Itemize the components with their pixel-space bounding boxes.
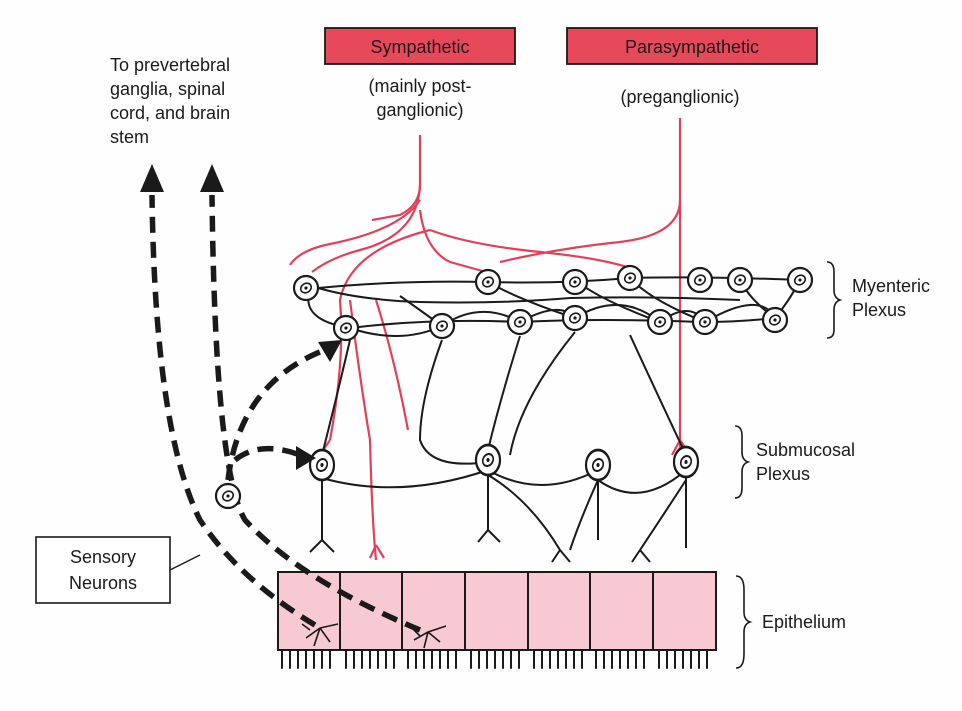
svg-text:ganglia, spinal: ganglia, spinal: [110, 79, 225, 99]
submucosal-label: Submucosal Plexus: [734, 425, 855, 499]
svg-text:Plexus: Plexus: [852, 300, 906, 320]
sympathetic-label: Sympathetic: [370, 37, 469, 57]
sensory-neurons-line-1: Sensory: [70, 547, 136, 567]
svg-text:Myenteric: Myenteric: [852, 276, 930, 296]
myenteric-label: Myenteric Plexus: [826, 261, 930, 339]
submucosal-neurons: [308, 443, 700, 482]
sensory-neurons-callout: Sensory Neurons: [35, 536, 201, 604]
sympathetic-sub-line-1: (mainly post-: [368, 76, 471, 96]
submucosal-network: [309, 331, 687, 563]
svg-text:To prevertebral: To prevertebral: [110, 55, 230, 75]
sensory-neurons-line-2: Neurons: [69, 573, 137, 593]
svg-text:Plexus: Plexus: [756, 464, 810, 484]
parasympathetic-label: Parasympathetic: [625, 37, 759, 57]
afferent-target-label: To prevertebral ganglia, spinal cord, an…: [110, 55, 230, 147]
arrow-head-icon: [318, 340, 342, 362]
sympathetic-sub-line-2: ganglionic): [376, 100, 463, 120]
sympathetic-header: Sympathetic (mainly post- ganglionic): [324, 27, 516, 120]
arrow-up-icon: [140, 164, 164, 192]
svg-text:stem: stem: [110, 127, 149, 147]
parasympathetic-header: Parasympathetic (preganglionic): [566, 27, 818, 107]
arrow-up-icon: [200, 164, 224, 192]
epithelium-label: Epithelium: [735, 575, 846, 669]
myenteric-network: [307, 276, 801, 337]
parasympathetic-sub: (preganglionic): [620, 87, 739, 107]
svg-text:Epithelium: Epithelium: [762, 612, 846, 632]
sensory-pathways: [149, 194, 422, 633]
sympathetic-nerves: [289, 135, 631, 561]
myenteric-neurons: [292, 264, 814, 342]
epithelium-layer: [277, 571, 717, 669]
arrow-head-icon: [296, 446, 316, 470]
sensory-arrowheads: [140, 164, 342, 470]
sensory-neuron-cell: [214, 482, 242, 510]
svg-text:cord, and brain: cord, and brain: [110, 103, 230, 123]
svg-text:Submucosal: Submucosal: [756, 440, 855, 460]
